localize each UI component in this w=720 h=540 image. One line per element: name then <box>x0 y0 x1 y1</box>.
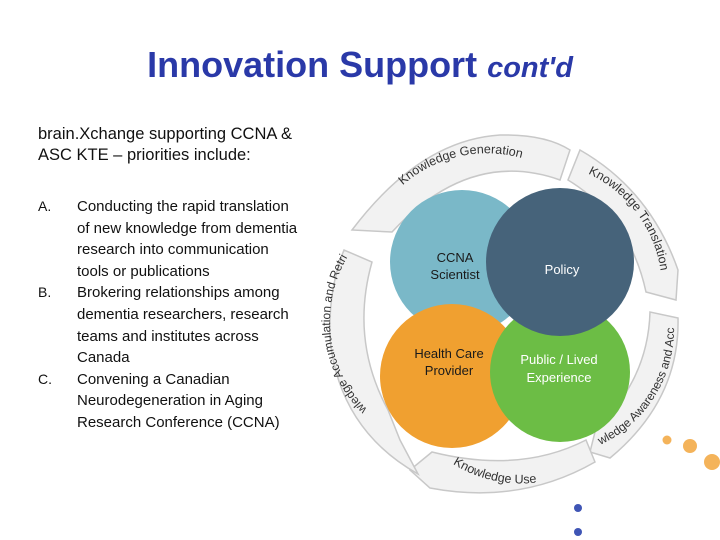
title-main: Innovation Support <box>147 44 478 85</box>
ring-segment-accumulation <box>329 249 420 476</box>
health-label-line2: Provider <box>425 363 474 378</box>
ring-segment-generation <box>350 134 571 233</box>
health-label-line1: Health Care <box>414 346 483 361</box>
list-marker: C. <box>38 370 52 387</box>
public-label-line1: Public / Lived <box>520 352 597 367</box>
list-marker: A. <box>38 198 52 214</box>
circle-health-care <box>380 304 524 448</box>
public-label-line2: Experience <box>526 370 591 385</box>
decor-blue-dots <box>574 504 582 536</box>
list-item: B. Brokering relationships among dementi… <box>38 282 300 368</box>
priority-list: A. Conducting the rapid translation of n… <box>38 196 300 434</box>
decor-orange-dots <box>662 435 720 470</box>
knowledge-cycle-diagram: Knowledge Generation Knowledge Translati… <box>310 118 720 540</box>
title-suffix: cont'd <box>487 52 573 84</box>
list-item-text: Convening a Canadian Neurodegeneration i… <box>77 370 280 431</box>
list-marker: B. <box>38 284 52 301</box>
list-item: A. Conducting the rapid translation of n… <box>38 196 300 282</box>
list-item-text: Brokering relationships among dementia r… <box>77 284 289 367</box>
policy-label: Policy <box>545 262 580 277</box>
stakeholder-circles <box>380 188 634 448</box>
ccna-label-line1: CCNA <box>437 250 474 265</box>
page-title: Innovation Support cont'd <box>0 44 720 86</box>
list-item: C. Convening a Canadian Neurodegeneratio… <box>38 369 300 434</box>
ccna-label-line2: Scientist <box>430 267 480 282</box>
circle-policy <box>486 188 634 336</box>
intro-text: brain.Xchange supporting CCNA & ASC KTE … <box>38 125 293 164</box>
circle-public <box>490 302 630 442</box>
list-item-text: Conducting the rapid translation of new … <box>77 198 298 280</box>
